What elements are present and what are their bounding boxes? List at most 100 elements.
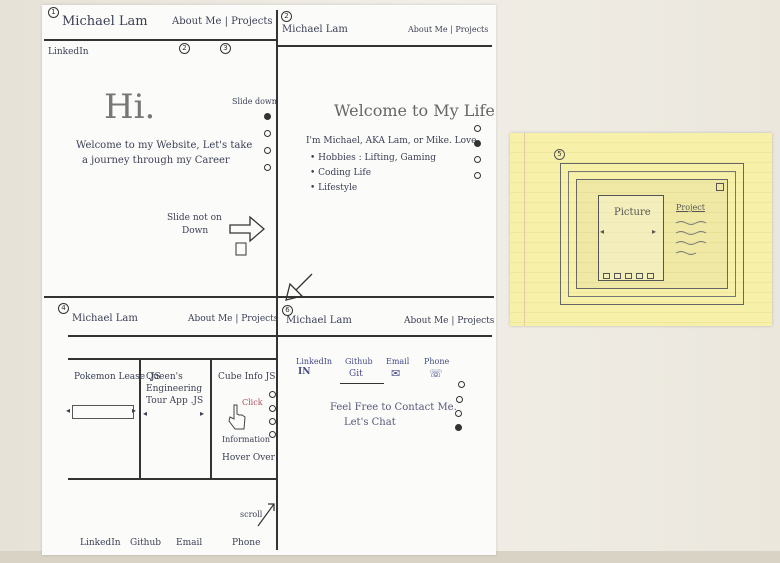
contact-message: Let's Chat [344,417,396,428]
nav-dot [264,113,271,120]
nav-dot [458,381,465,388]
chevron-left-icon: ◂ [143,409,148,418]
nav-dot [474,156,481,163]
page-title: Welcome to My Life [334,101,495,120]
footer-link: Github [130,538,162,548]
contact-label: Github [345,357,373,366]
arrow-up-right-icon [257,503,275,527]
linkedin-icon: IN [298,367,311,377]
vertical-divider [276,10,278,550]
intro-line: Welcome to my Website, Let's take [76,140,253,151]
horizontal-divider [44,296,494,298]
intro-line: a journey through my Career [82,155,230,166]
nav-dot [269,405,276,412]
header-nav: About Me | Projects [188,314,279,324]
sketch-number: 1 [48,7,59,18]
nav-dot [264,147,271,154]
thumbnail [625,273,632,279]
thumbnail [603,273,610,279]
bullet-item: • Coding Life [310,168,372,178]
sketch-number: 6 [282,305,293,316]
header-name: Michael Lam [72,313,138,324]
nav-dot [455,424,462,431]
intro-text: I'm Michael, AKA Lam, or Mike. Love [306,136,477,146]
slide-text: Slide not on [167,213,222,223]
phone-icon: ☏ [429,367,443,380]
picture-box [598,195,664,281]
footer-link: Phone [232,538,261,548]
header-line [44,39,276,41]
header-nav: About Me | Projects [404,316,495,326]
wireframe-paper: 1 Michael Lam About Me | Projects 2 3 Li… [42,5,496,555]
scroll-hint: scroll [240,510,263,519]
card-note: Information [222,435,271,444]
sketch-number: 2 [281,11,292,22]
footer-link: LinkedIn [80,538,121,548]
click-annotation: Click [242,398,263,407]
nav-dot [474,140,481,147]
chevron-right-icon: ▸ [132,406,137,415]
underline [340,383,384,384]
sketch-number: 5 [554,149,565,160]
github-icon: Git [349,369,363,379]
nav-dot [264,164,271,171]
nav-number: 2 [179,43,190,54]
email-icon: ✉ [391,367,401,380]
nav-dot [474,172,481,179]
arrow-down-left-icon [285,273,313,301]
project-card-title: Cube Info JS [218,372,276,382]
greeting-text: Hi. [104,87,156,127]
modal-window [576,179,728,289]
project-label: Project [676,203,705,212]
sticky-note: 5 Picture ◂ ▸ Project [510,133,772,326]
thumbnail [647,273,654,279]
slide-text: Down [182,226,209,236]
image-slider-placeholder [72,405,134,419]
header-name: Michael Lam [286,315,352,326]
pointer-hand-icon [228,404,246,430]
header-line [278,45,492,47]
nav-dot [474,125,481,132]
inner-frame [568,171,736,297]
footer-link: Email [176,538,203,548]
contact-message: Feel Free to Contact Me. [330,402,457,413]
header-name: Michael Lam [62,14,148,29]
chevron-left-icon: ◂ [66,406,71,415]
thumbnail [614,273,621,279]
contact-label: LinkedIn [296,357,333,366]
nav-dot [456,396,463,403]
linkedin-link: LinkedIn [48,47,89,57]
header-nav: About Me | Projects [172,16,273,27]
contact-label: Email [386,357,410,366]
nav-dot [269,418,276,425]
thumbnail [636,273,643,279]
slide-hint: Slide down [232,97,277,106]
bullet-item: • Hobbies : Lifting, Gaming [310,153,437,163]
project-card-title: Engineering [146,384,203,394]
section-line [68,358,276,360]
contact-label: Phone [424,357,450,366]
nav-dot [264,130,271,137]
project-card-title: Tour App .JS [146,396,204,406]
card-divider [210,360,212,478]
chevron-right-icon: ▸ [200,409,205,418]
arrow-right-icon [229,215,265,256]
picture-label: Picture [614,207,651,218]
text-lines-scribble [675,221,707,255]
card-note: Hover Over [222,453,275,463]
nav-number: 3 [220,43,231,54]
close-icon [716,183,724,191]
chevron-left-icon: ◂ [600,227,605,236]
chevron-right-icon: ▸ [652,227,657,236]
bullet-item: • Lifestyle [310,183,358,193]
section-line [68,478,276,480]
header-line [278,335,492,337]
header-name: Michael Lam [282,24,348,35]
project-card-title: Pokemon Lease .JS [74,372,161,382]
outer-frame [560,163,744,305]
header-line [68,335,276,337]
nav-dot [269,391,276,398]
header-nav: About Me | Projects [408,25,489,34]
project-card-title: Queen's [146,372,183,382]
nav-dot [455,410,462,417]
